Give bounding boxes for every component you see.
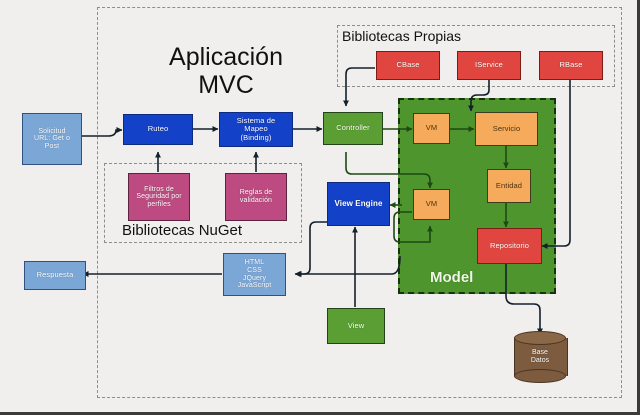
group-aplicacion-mvc <box>97 7 622 398</box>
cylinder-bottom <box>514 369 566 383</box>
node-base-datos[interactable]: Base Datos <box>514 331 568 383</box>
node-ruteo[interactable]: Ruteo <box>123 114 193 145</box>
node-respuesta[interactable]: Respuesta <box>24 261 86 290</box>
node-cbase[interactable]: CBase <box>376 51 440 80</box>
node-controller[interactable]: Controller <box>323 112 383 145</box>
node-solicitud[interactable]: Solicitud URL: Get o Post <box>22 113 82 165</box>
node-servicio[interactable]: Servicio <box>475 112 538 146</box>
node-filtros-seguridad[interactable]: Filtros de Seguridad por perfiles <box>128 173 190 221</box>
node-iservice[interactable]: IService <box>457 51 521 80</box>
node-view-engine[interactable]: View Engine <box>327 182 390 226</box>
node-base-datos-label: Base Datos <box>530 348 550 364</box>
group-bibliotecas-propias-label: Bibliotecas Propias <box>342 28 462 44</box>
node-entidad[interactable]: Entidad <box>487 169 531 203</box>
node-vm-top[interactable]: VM <box>413 113 450 144</box>
node-sistema-mapeo[interactable]: Sistema de Mapeo (Binding) <box>219 112 293 147</box>
node-reglas-validacion[interactable]: Reglas de validación <box>225 173 287 221</box>
node-frontend-stack[interactable]: HTML CSS JQuery JavaScript <box>223 253 286 296</box>
group-bibliotecas-nuget <box>104 163 302 243</box>
model-region-label: Model <box>430 269 474 286</box>
page-title: Aplicación MVC <box>169 43 283 99</box>
node-rbase[interactable]: RBase <box>539 51 603 80</box>
group-bibliotecas-nuget-label: Bibliotecas NuGet <box>122 222 243 239</box>
node-repositorio[interactable]: Repositorio <box>477 228 542 264</box>
cylinder-top <box>514 331 566 345</box>
node-vm-bottom[interactable]: VM <box>413 189 450 220</box>
node-view[interactable]: View <box>327 308 385 344</box>
